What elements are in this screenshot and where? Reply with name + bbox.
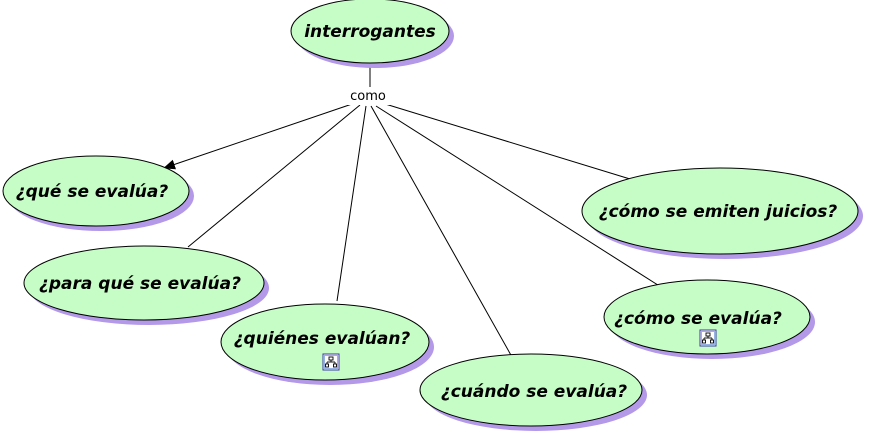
submap-icon[interactable] xyxy=(699,329,717,347)
concept-node-interrogantes[interactable]: interrogantes xyxy=(290,0,454,68)
line-como-to-como-juicios xyxy=(381,102,631,180)
node-label: ¿quiénes evalúan? xyxy=(234,329,411,349)
submap-icon[interactable] xyxy=(322,353,340,371)
node-label: ¿cómo se evalúa? xyxy=(614,309,782,329)
node-ellipse xyxy=(220,303,430,381)
concept-node-como-se-emiten-juicios[interactable]: ¿cómo se emiten juicios? xyxy=(581,167,863,259)
node-label: ¿para qué se evalúa? xyxy=(39,274,241,294)
node-label: ¿cuándo se evalúa? xyxy=(441,382,627,402)
linking-phrase-como[interactable]: como xyxy=(346,87,390,105)
concept-node-para-que-se-evalua[interactable]: ¿para qué se evalúa? xyxy=(23,245,269,325)
node-label: ¿qué se evalúa? xyxy=(16,182,169,202)
node-ellipse xyxy=(603,279,811,355)
node-label: interrogantes xyxy=(304,22,436,42)
line-como-to-que xyxy=(163,102,356,170)
node-ellipse xyxy=(419,353,643,427)
linking-phrase-bg xyxy=(346,87,390,105)
line-como-to-quienes xyxy=(336,105,367,302)
connector-lines xyxy=(163,67,662,358)
concept-node-cuando-se-evalua[interactable]: ¿cuándo se evalúa? xyxy=(419,353,647,431)
node-ellipse xyxy=(2,155,190,227)
node-ellipse xyxy=(290,0,450,64)
node-ellipse xyxy=(23,245,265,321)
node-ellipse xyxy=(581,167,859,255)
line-como-to-para-que xyxy=(187,104,361,248)
line-como-to-cuando xyxy=(370,105,513,358)
linking-phrase-label: como xyxy=(350,89,386,104)
concept-node-quienes-evaluan[interactable]: ¿quiénes evalúan? xyxy=(220,303,434,385)
node-label: ¿cómo se emiten juicios? xyxy=(599,202,838,222)
concept-node-que-se-evalua[interactable]: ¿qué se evalúa? xyxy=(2,155,194,231)
concept-node-como-se-evalua[interactable]: ¿cómo se evalúa? xyxy=(603,279,815,359)
line-como-to-como-evalua xyxy=(375,105,662,288)
